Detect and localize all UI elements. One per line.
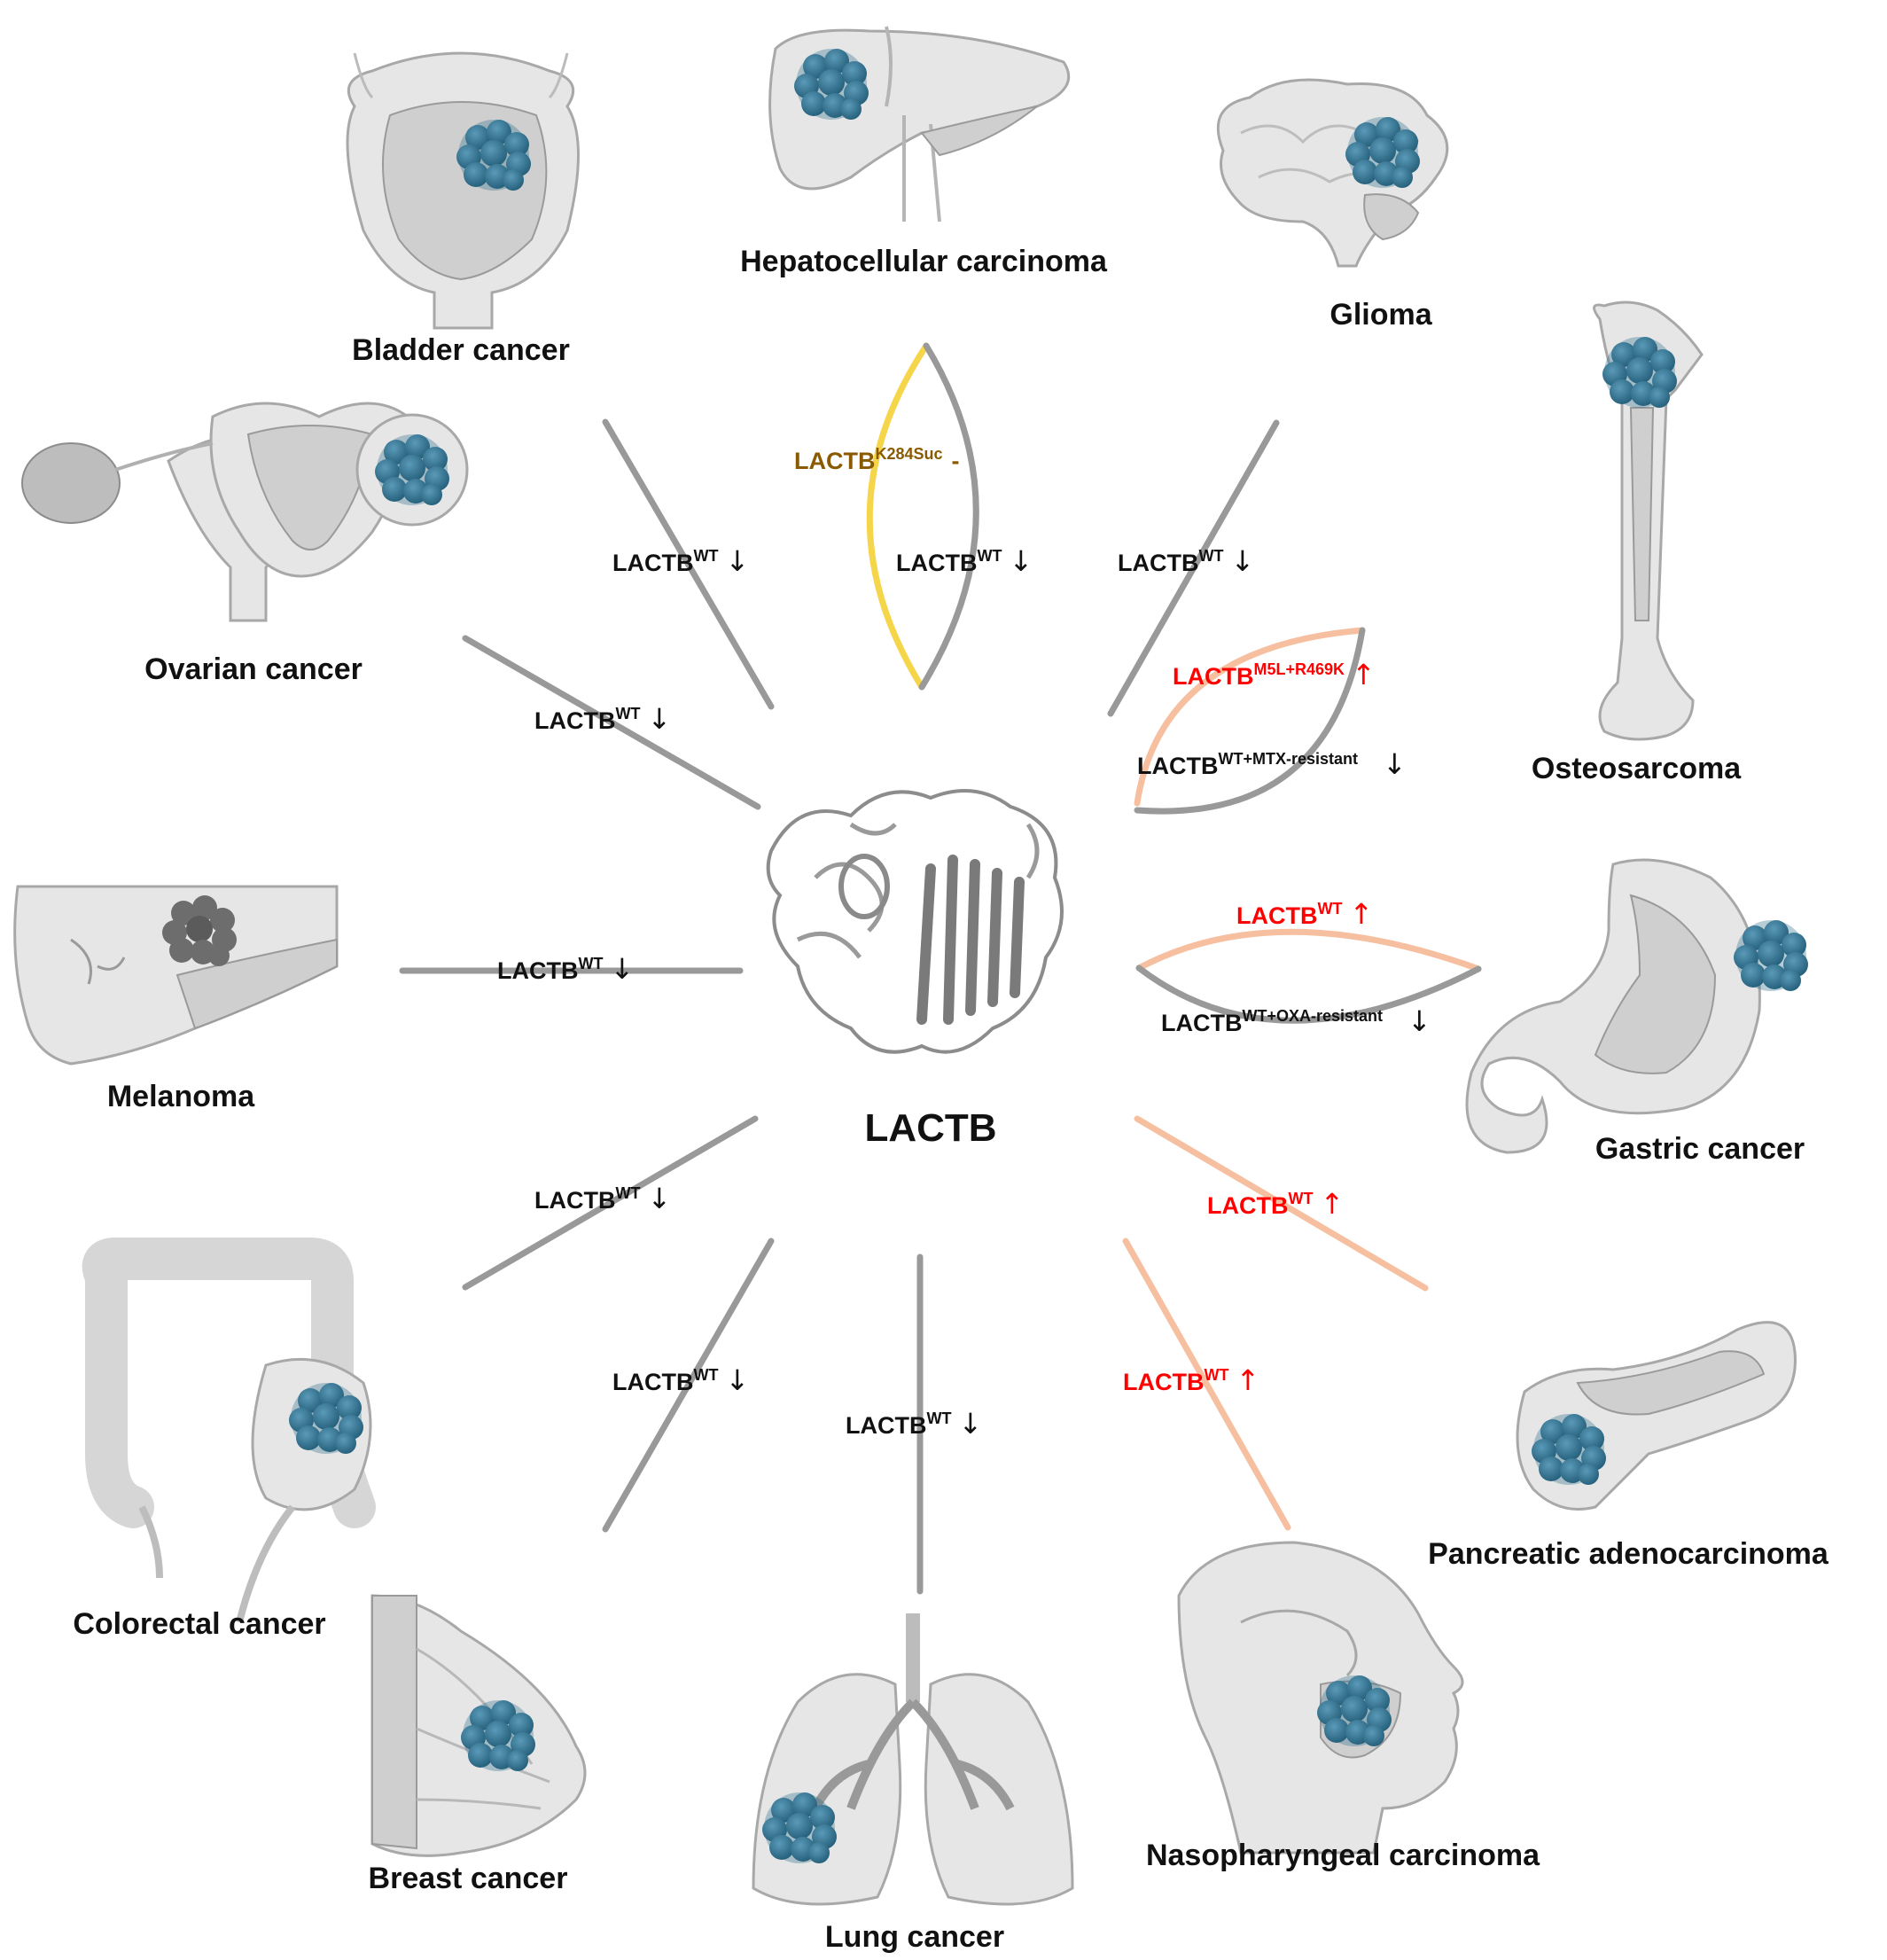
rel-osteo-mtx: LACTBWT+MTX-resistant↓: [1137, 747, 1407, 781]
label-ovarian-cancer: Ovarian cancer: [144, 652, 363, 686]
rel-pancreatic: LACTBWT↑: [1207, 1187, 1344, 1221]
line-nasopharyngeal: [1122, 1238, 1291, 1531]
line-ovarian: [462, 635, 761, 810]
stomach-tumor-icon: [1734, 920, 1808, 991]
line-liver-succinylation: [866, 342, 930, 691]
line-breast: [602, 1238, 775, 1533]
label-colorectal-cancer: Colorectal cancer: [73, 1607, 325, 1641]
rel-colorectal: LACTBWT↓: [534, 1182, 671, 1215]
breast-illustration: [370, 1594, 587, 1857]
connector-lines: [399, 342, 1482, 1595]
rel-glioma: LACTBWT↓: [1118, 544, 1254, 578]
label-melanoma: Melanoma: [107, 1080, 255, 1113]
rel-osteo-mutant: LACTBM5L+R469K↑: [1173, 658, 1376, 691]
label-hepatocellular-carcinoma: Hepatocellular carcinoma: [740, 245, 1108, 278]
label-glioma: Glioma: [1329, 298, 1432, 332]
line-osteo-mutant: [1134, 627, 1366, 807]
line-bladder: [602, 418, 775, 710]
line-gastric-wt: [1135, 928, 1482, 972]
rel-breast: LACTBWT↓: [612, 1363, 749, 1397]
rel-liver-wt: LACTBWT↓: [896, 544, 1033, 578]
rel-liver-succinylation: LACTBK284Suc-: [794, 445, 960, 474]
rel-nasopharyngeal: LACTBWT↑: [1123, 1363, 1259, 1397]
pancreas-illustration: [1516, 1321, 1797, 1511]
line-liver-wt: [918, 342, 979, 691]
lung-illustration: [752, 1613, 1074, 1906]
rel-ovarian: LACTBWT↓: [534, 702, 671, 736]
bladder-illustration: [346, 51, 580, 330]
label-osteosarcoma: Osteosarcoma: [1532, 752, 1742, 785]
line-osteo-mtx: [1134, 627, 1366, 815]
label-gastric-cancer: Gastric cancer: [1595, 1132, 1805, 1166]
rel-gastric-wt: LACTBWT↑: [1236, 897, 1373, 931]
stomach-illustration: [1465, 858, 1808, 1154]
liver-illustration: [768, 26, 1071, 223]
label-breast-cancer: Breast cancer: [369, 1862, 568, 1895]
head-illustration: [1177, 1541, 1464, 1855]
brain-illustration: [1216, 78, 1449, 268]
ovary-illustration: [21, 402, 469, 622]
rel-gastric-oxa: LACTBWT+OXA-resistant↓: [1161, 1004, 1431, 1038]
rel-bladder: LACTBWT↓: [612, 544, 749, 578]
label-pancreatic-adenocarcinoma: Pancreatic adenocarcinoma: [1428, 1537, 1829, 1571]
label-bladder-cancer: Bladder cancer: [352, 333, 570, 367]
line-glioma: [1107, 419, 1280, 717]
label-lung-cancer: Lung cancer: [825, 1920, 1004, 1954]
line-gastric-oxa: [1135, 964, 1482, 1024]
label-nasopharyngeal-carcinoma: Nasopharyngeal carcinoma: [1146, 1839, 1540, 1872]
lactb-protein-structure: [766, 789, 1064, 1054]
line-colorectal: [462, 1115, 759, 1291]
relation-labels: LACTBWT↓ LACTBK284Suc- LACTBWT↓ LACTBWT↓…: [497, 445, 1431, 1441]
center-label: LACTB: [864, 1106, 996, 1150]
organ-labels: Bladder cancer Hepatocellular carcinoma …: [73, 245, 1829, 1954]
rel-lung: LACTBWT↓: [846, 1407, 982, 1441]
skin-illustration: [13, 885, 339, 1066]
rel-melanoma: LACTBWT↓: [497, 952, 634, 986]
line-pancreatic: [1134, 1115, 1429, 1292]
colon-illustration: [82, 1238, 376, 1623]
bone-illustration: [1593, 301, 1704, 741]
